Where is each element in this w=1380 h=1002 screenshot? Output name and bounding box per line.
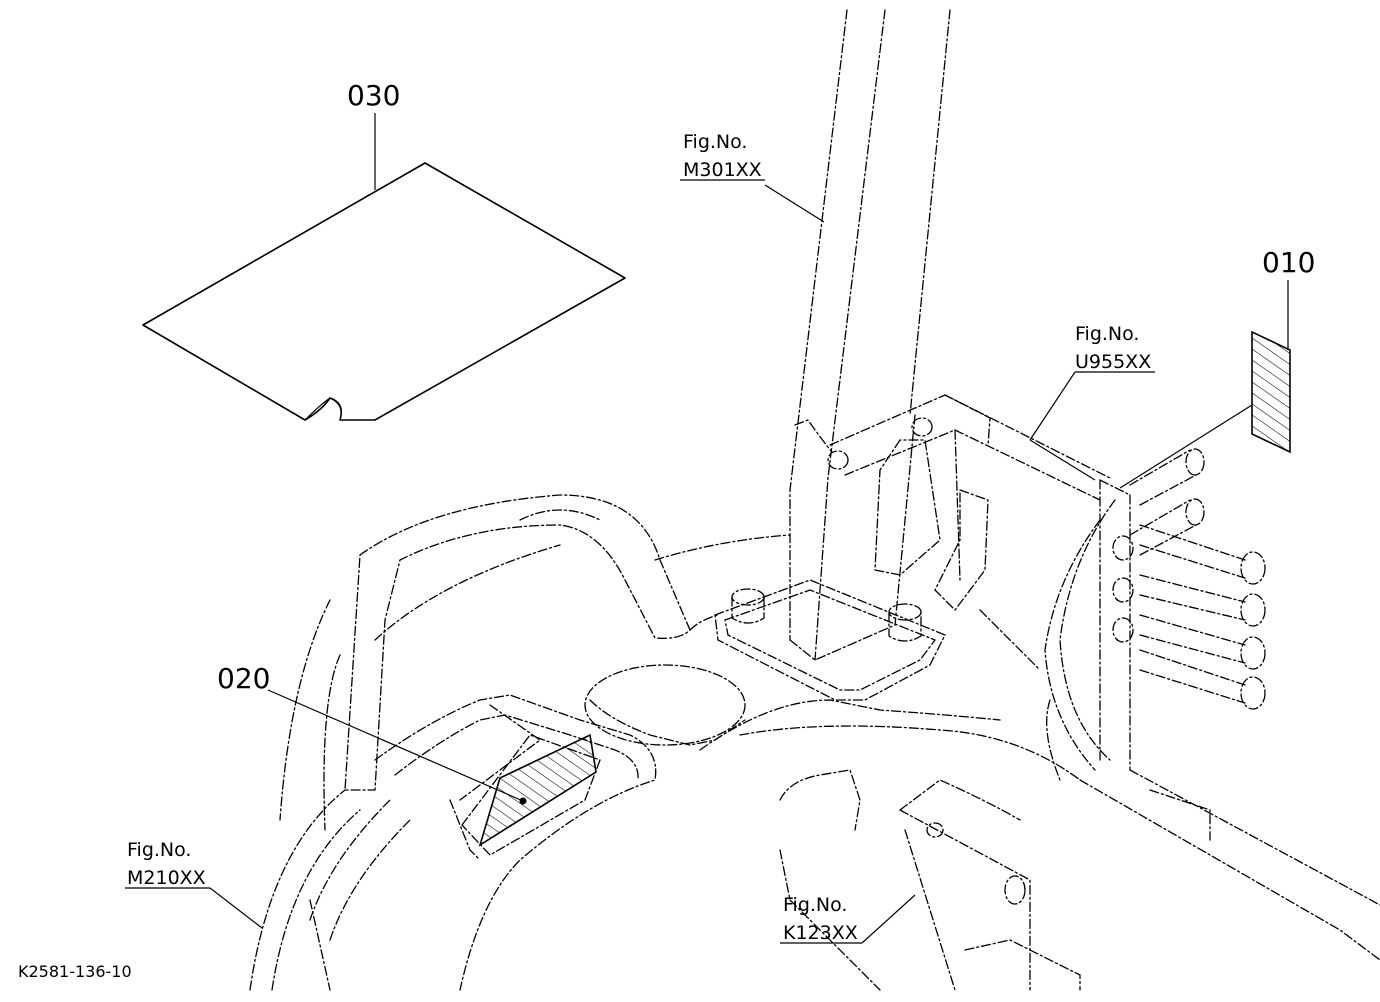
leader-010-b (1119, 404, 1253, 489)
valve-levers (1044, 448, 1266, 841)
fig-label-m301: Fig.No. (683, 131, 747, 153)
leader-020 (267, 689, 524, 802)
fig-code-m210: M210XX (127, 867, 206, 889)
fig-label-k123: Fig.No. (783, 894, 847, 916)
leader-u955-b (1029, 439, 1096, 481)
label-decal-010[interactable] (1251, 330, 1291, 454)
dash-panel (309, 694, 657, 991)
leader-m301 (764, 184, 825, 223)
drawing-code: K2581-136-10 (18, 962, 132, 981)
fig-code-m301: M301XX (683, 159, 762, 181)
leader-m210 (209, 887, 263, 929)
tractor-body-frame (519, 509, 1380, 991)
callout-020: 020 (217, 662, 270, 695)
fig-label-m210: Fig.No. (127, 839, 191, 861)
leader-k123 (861, 894, 916, 944)
lever-bracket (794, 394, 1111, 611)
steering-support (249, 494, 691, 991)
manual-sheet-030[interactable] (142, 162, 626, 421)
fig-code-k123: K123XX (783, 922, 858, 944)
leader-u955 (1029, 371, 1076, 441)
callout-030: 030 (347, 79, 400, 112)
pole-base-plate (714, 579, 946, 701)
callout-010: 010 (1262, 246, 1315, 279)
fig-code-u955: U955XX (1075, 351, 1151, 373)
fig-label-u955: Fig.No. (1075, 323, 1139, 345)
lever-pole (789, 9, 951, 661)
